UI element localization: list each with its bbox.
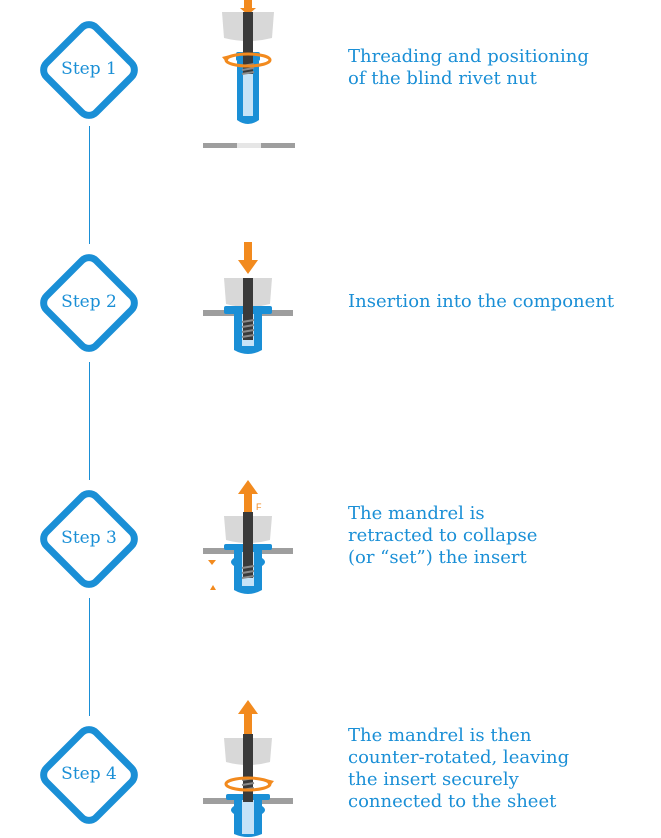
step-1-label: Step 1 — [61, 59, 117, 79]
mandrel — [243, 278, 253, 340]
step-4-label: Step 4 — [61, 764, 117, 784]
step-3-illustration: F — [203, 480, 293, 594]
step-1-description: Threading and positioning of the blind r… — [348, 46, 648, 90]
step-3-diamond — [40, 490, 138, 588]
step-1-description-line: of the blind rivet nut — [348, 68, 537, 89]
collapse-marker-icon — [210, 585, 216, 590]
step-4-diamond — [40, 726, 138, 824]
step-3-description-line: (or “set”) the insert — [348, 547, 527, 568]
step-2-illustration — [203, 242, 293, 354]
arrow-up-icon — [238, 700, 258, 734]
step-4-description-line: The mandrel is then — [348, 725, 532, 746]
mandrel-thread — [241, 565, 255, 579]
step-4-description: The mandrel is then counter-rotated, lea… — [348, 725, 648, 813]
force-label: F — [256, 502, 262, 512]
step-3-description-line: retracted to collapse — [348, 525, 538, 546]
step-3-description: The mandrel is retracted to collapse (or… — [348, 503, 648, 569]
timeline-connector — [89, 126, 90, 244]
step-3-label: Step 3 — [61, 528, 117, 548]
rotation-icon — [222, 52, 272, 68]
rotation-icon — [224, 776, 274, 792]
timeline-connector — [89, 598, 90, 716]
step-1-illustration — [203, 0, 295, 148]
step-2-label: Step 2 — [61, 292, 117, 312]
sheet — [203, 143, 295, 148]
collapse-marker-icon — [208, 560, 216, 565]
step-1-diamond — [40, 21, 138, 119]
step-4-illustration — [203, 700, 293, 837]
mandrel — [243, 734, 253, 802]
mandrel-thread — [241, 319, 255, 338]
step-1-description-line: Threading and positioning — [348, 46, 589, 67]
arrow-down-icon — [238, 242, 258, 274]
step-3-description-line: The mandrel is — [348, 503, 485, 524]
arrow-up-icon — [238, 480, 258, 512]
step-2-description-line: Insertion into the component — [348, 291, 615, 312]
mandrel — [243, 512, 253, 578]
step-2-diamond — [40, 254, 138, 352]
step-2-description: Insertion into the component — [348, 291, 648, 313]
arrow-down-icon — [240, 0, 256, 15]
step-4-description-line: the insert securely — [348, 769, 519, 790]
step-4-description-line: connected to the sheet — [348, 791, 557, 812]
insert-bore — [242, 800, 254, 834]
insert-bore — [243, 60, 253, 116]
mandrel — [243, 12, 253, 74]
timeline-connector — [89, 362, 90, 480]
step-4-description-line: counter-rotated, leaving — [348, 747, 570, 768]
